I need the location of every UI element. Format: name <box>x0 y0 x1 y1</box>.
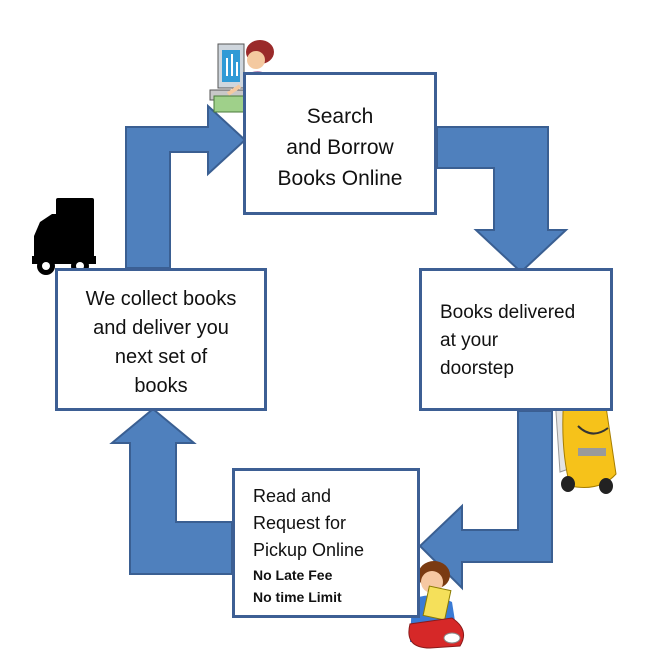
step-read-line1: Read and <box>253 486 332 506</box>
step-search-line1: Search <box>306 105 374 128</box>
step-delivered-line2: at your <box>440 330 499 351</box>
step-delivered-line3: doorstep <box>440 358 514 379</box>
delivery-truck-icon <box>32 198 96 275</box>
step-books-delivered: Books delivered at your doorstep <box>419 268 613 411</box>
arrow-to-collect <box>109 407 233 575</box>
step-collect-line3: next set of <box>114 346 208 368</box>
step-collect-deliver-next: We collect books and deliver you next se… <box>55 268 267 411</box>
step-search-line3: Books Online <box>277 167 403 190</box>
arrow-to-delivered <box>436 126 569 274</box>
reading-child-icon <box>408 561 465 649</box>
step-search-borrow: Search and Borrow Books Online <box>243 72 437 215</box>
step-read-note-late-fee: No Late Fee <box>253 567 333 583</box>
step-read-line2: Request for <box>253 513 347 533</box>
step-read-note-time-limit: No time Limit <box>253 589 342 605</box>
arrow-to-search <box>125 103 247 269</box>
step-read-request-pickup: Read and Request for Pickup Online No La… <box>232 468 420 618</box>
step-read-line3: Pickup Online <box>253 540 365 560</box>
step-delivered-line1: Books delivered <box>440 302 576 323</box>
step-collect-line4: books <box>134 375 188 397</box>
step-search-line2: and Borrow <box>286 136 394 159</box>
step-collect-line2: and deliver you <box>93 317 229 339</box>
step-collect-line1: We collect books <box>85 288 237 310</box>
arrow-to-read <box>418 410 553 591</box>
